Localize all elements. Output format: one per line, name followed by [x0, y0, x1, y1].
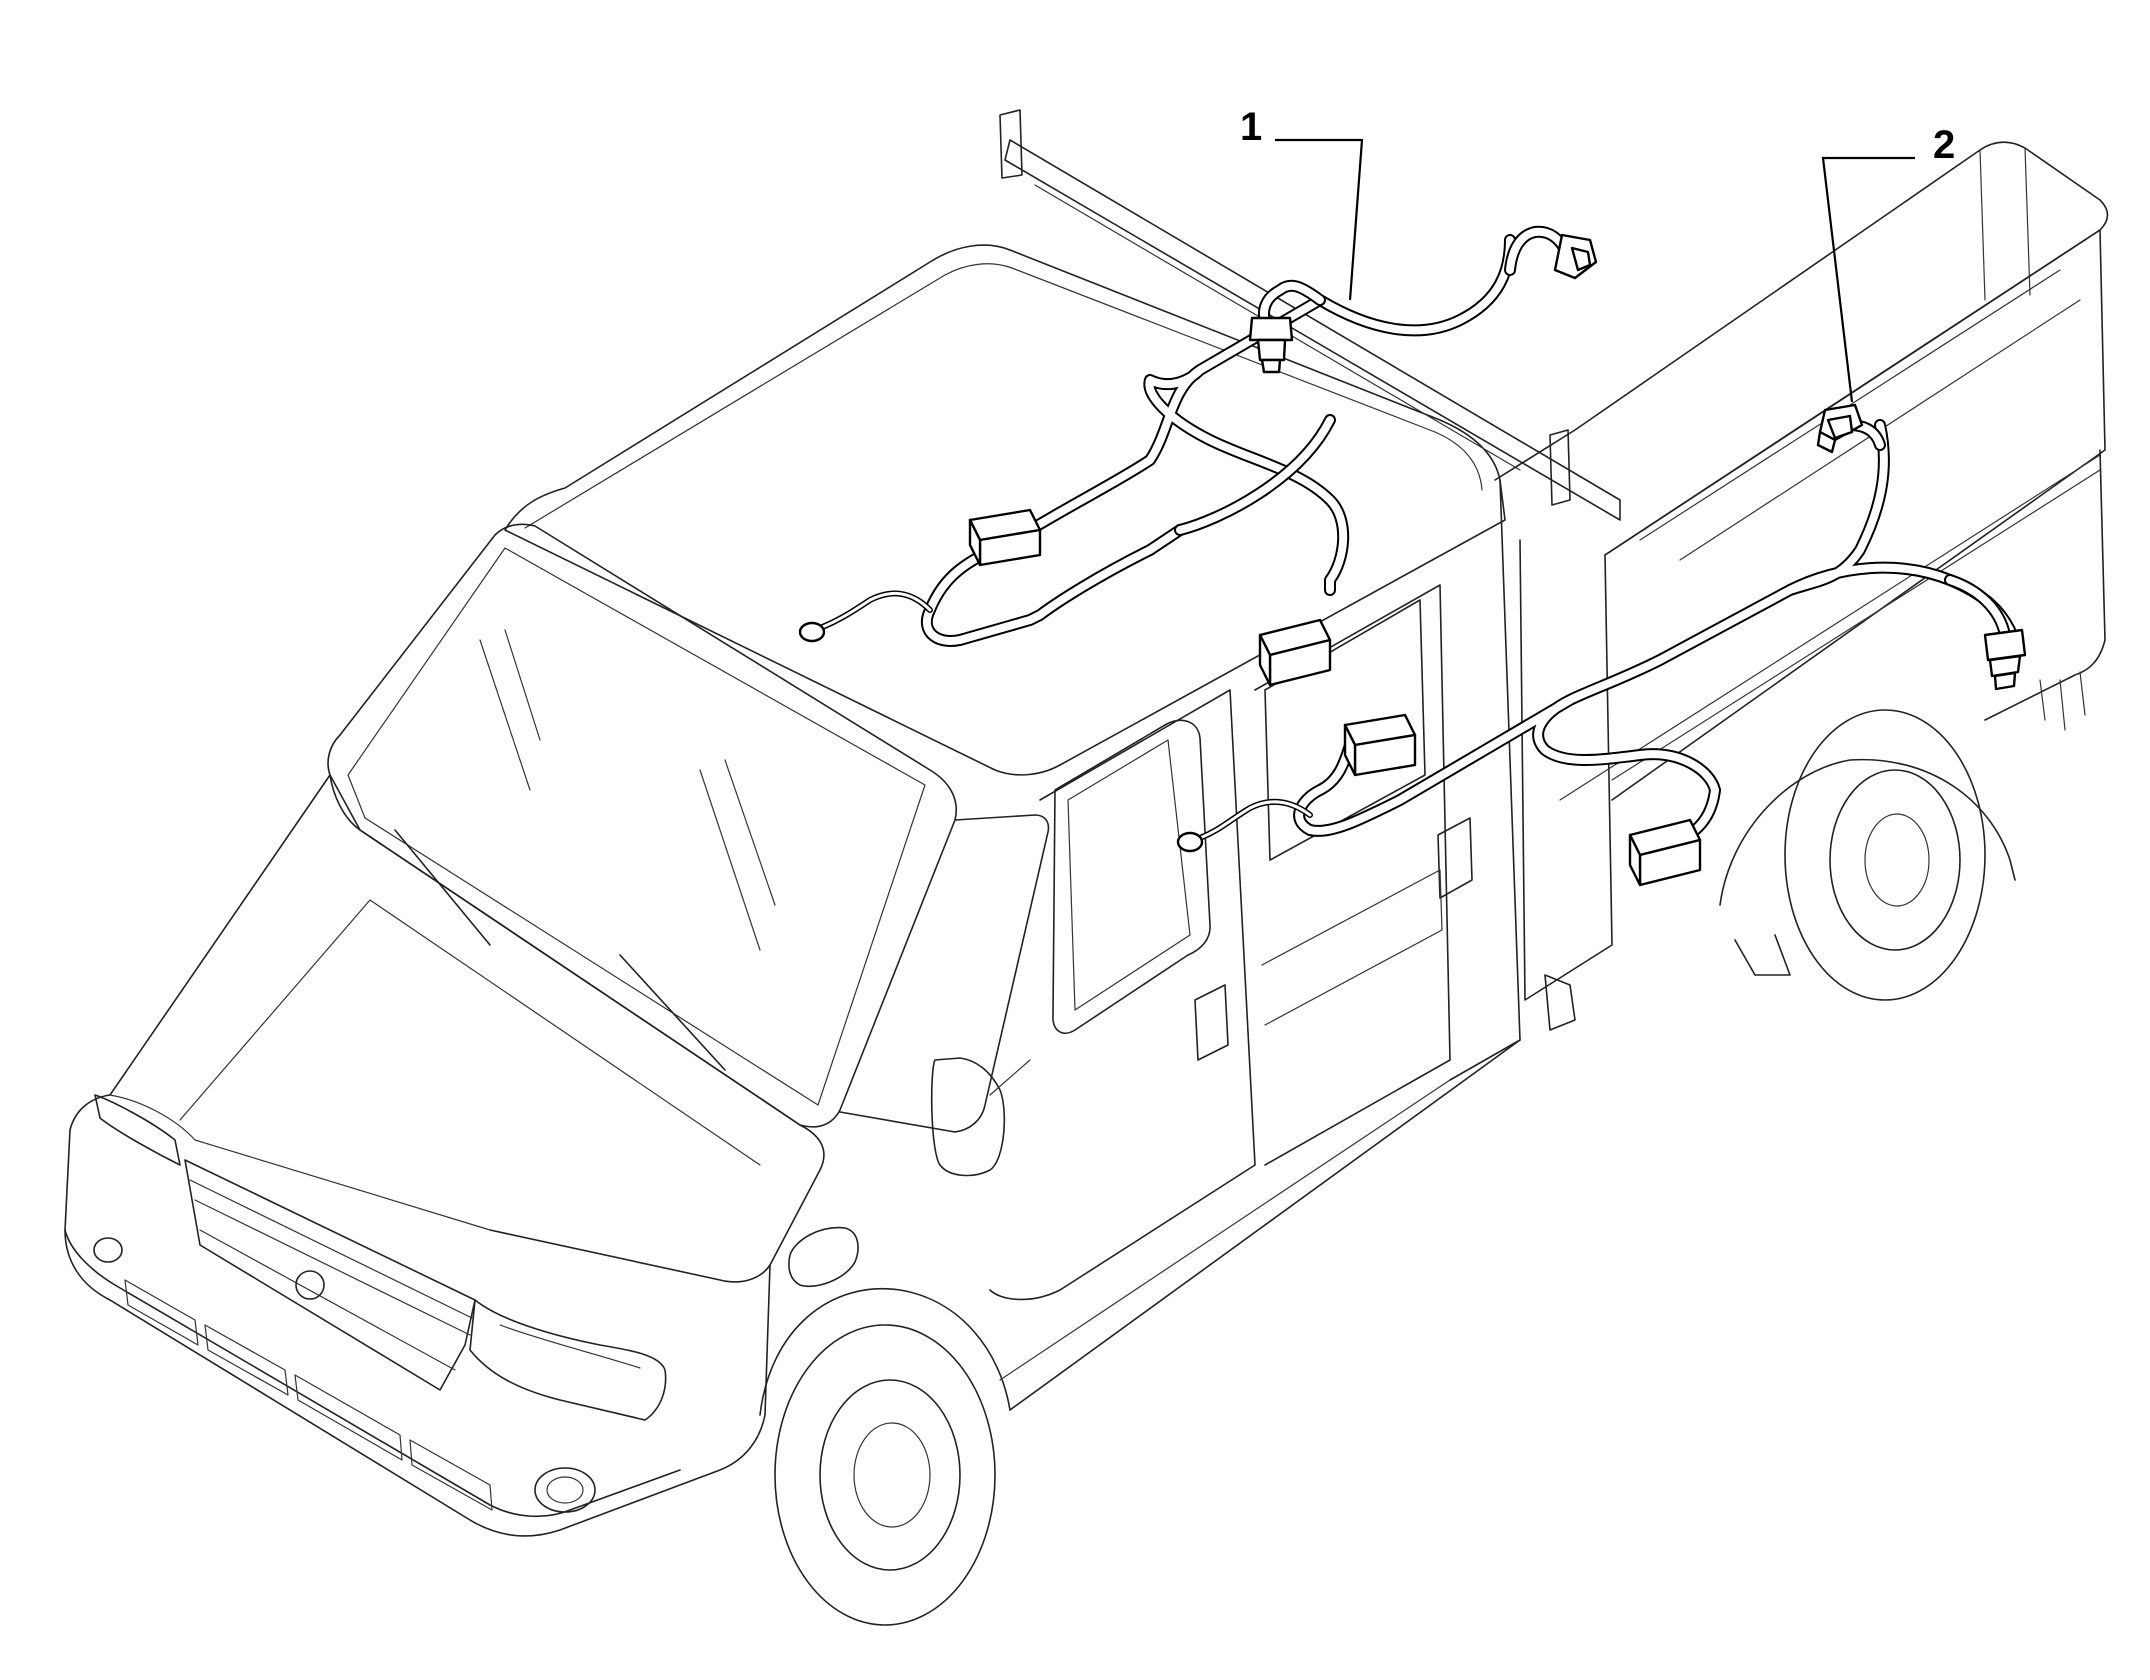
- headlight: [469, 1299, 667, 1421]
- callout-2-leader: [1821, 156, 1915, 403]
- callout-2-label: 2: [1933, 123, 1955, 167]
- front-door-handle: [1194, 984, 1229, 1061]
- harness-2-right-elbow-fill: [1946, 576, 2009, 639]
- wiper-right: [619, 954, 726, 1071]
- side-mirror-arm: [989, 1059, 1031, 1096]
- wiper-left: [394, 829, 491, 946]
- rear-door-trim: [1261, 869, 1443, 1026]
- harness-1-right-lamp-socket: [1553, 233, 1598, 280]
- harness-1-ground-ring: [798, 621, 826, 643]
- front-door-window: [1052, 719, 1211, 1034]
- callout-1-label: 1: [1240, 105, 1262, 149]
- flatbed-rear-wall: [1979, 147, 2031, 301]
- harness-2-upper-lamp-socket: [1816, 403, 1864, 454]
- rear-wheel-hub: [1864, 813, 1930, 907]
- rear-mudguard-flap: [1734, 934, 1791, 976]
- rear-wheel-tire: [1784, 709, 1986, 1001]
- bumper-slot-4: [409, 1439, 493, 1511]
- harness-1-connector-top: [968, 508, 1042, 567]
- flatbed-side-panel: [1519, 539, 1613, 1001]
- hood-crease: [179, 899, 761, 1166]
- harness-1: [798, 225, 1598, 687]
- callout-2: 2: [1821, 123, 1955, 403]
- harness-2-main-cable-fill: [1295, 421, 2014, 844]
- callout-1: 1: [1240, 105, 1364, 301]
- fuel-flap: [788, 1226, 859, 1287]
- cab-roof-inner-edge: [524, 263, 1483, 529]
- front-wheel-rim: [819, 1379, 961, 1571]
- bumper-slot-2: [204, 1324, 289, 1396]
- harness-1-ground-wire-fill: [818, 591, 932, 630]
- harness-1-left-elbow-fill: [1259, 281, 1324, 326]
- brand-emblem: [295, 1270, 325, 1300]
- grille-bar-3: [189, 1179, 473, 1319]
- headlight-inner: [499, 1324, 641, 1369]
- windshield-inner: [347, 547, 926, 1106]
- harness-2-connector-left: [1343, 713, 1417, 777]
- side-sill: [1009, 1039, 1521, 1411]
- flatbed-floor-line-1: [1559, 454, 2101, 801]
- front-wheel-arch: [759, 1288, 1011, 1416]
- harness-1-right-elbow-fill: [1506, 227, 1569, 274]
- fog-light-right-inner: [546, 1476, 584, 1504]
- windshield-reflection-3: [699, 769, 761, 951]
- front-wheel-tire: [774, 1324, 996, 1626]
- grille-frame: [184, 1159, 476, 1391]
- roof-rack-bar-front: [1004, 139, 1621, 521]
- left-headlight: [94, 1094, 181, 1166]
- front-door-window-inner: [1067, 739, 1191, 1011]
- windshield-reflection-4: [724, 759, 776, 906]
- front-bumper: [64, 1229, 681, 1518]
- grille-bar-1: [194, 1199, 471, 1336]
- front-door: [989, 689, 1256, 1301]
- flatbed-top: [1494, 141, 2109, 556]
- roof-rack-post-right: [1549, 429, 1571, 506]
- hood: [69, 774, 825, 1283]
- harness-1-connector-right: [1258, 618, 1332, 687]
- rear-wheel-rim: [1829, 769, 1961, 951]
- harness-1-main-cable-fill: [922, 236, 1514, 645]
- fog-light-right: [534, 1467, 596, 1513]
- flatbed-floor-line-2: [1611, 469, 2101, 781]
- flatbed-tail: [1984, 449, 2106, 721]
- rear-mudguard: [1719, 758, 2016, 906]
- callout-1-leader: [1275, 138, 1364, 301]
- side-sill-lower: [999, 1079, 1451, 1381]
- rear-door-handle: [1437, 817, 1473, 899]
- front-fascia: [64, 1129, 771, 1537]
- flatbed-support: [2039, 671, 2086, 731]
- a-pillar: [839, 814, 1050, 1133]
- cab-back-wall: [1449, 479, 1521, 1081]
- windshield: [327, 523, 957, 1128]
- windshield-reflection-1: [479, 639, 531, 791]
- harness-1-branch-fill: [1176, 416, 1334, 534]
- windshield-reflection-2: [504, 629, 541, 741]
- cab-step: [1544, 974, 1576, 1031]
- cab-roof: [504, 244, 1506, 776]
- front-wheel-hub: [853, 1422, 931, 1528]
- fog-light-left: [93, 1237, 123, 1263]
- harness-2-connector-right: [1628, 818, 1702, 887]
- hood-front-edge: [109, 1094, 491, 1231]
- bumper-slot-1: [124, 1279, 199, 1346]
- harness-2-ground-wire-fill: [1198, 800, 1312, 840]
- side-mirror: [930, 1057, 1006, 1177]
- flatbed-side-front: [1604, 229, 2106, 801]
- grille-bar-2: [199, 1229, 456, 1371]
- vehicle-outline: [64, 109, 2109, 1626]
- harness-2-main-cable: [1293, 419, 2016, 846]
- bumper-slot-3: [294, 1374, 403, 1461]
- harness-2-ground-ring: [1176, 831, 1204, 853]
- harness-2: [1176, 403, 2027, 887]
- rear-door: [1254, 584, 1451, 1166]
- roof-rack-post-left: [999, 109, 1023, 179]
- harness-2-right-lamp-socket: [1983, 628, 2027, 691]
- harness-1-left-lamp-socket: [1248, 316, 1294, 374]
